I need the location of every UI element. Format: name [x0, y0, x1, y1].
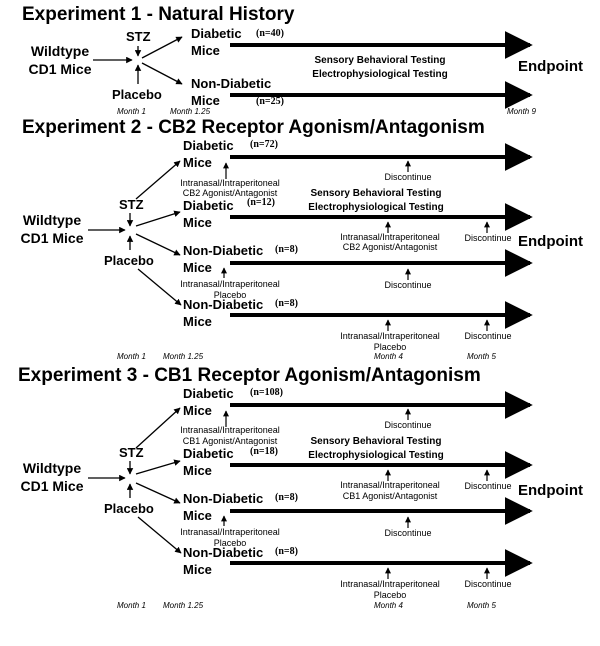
exp2-early-placebo-1: Intranasal/Intraperitoneal — [180, 279, 280, 289]
exp1-treatment: STZ — [126, 29, 151, 44]
exp1-group1-name-2: Mice — [191, 43, 220, 58]
exp1-arrows — [93, 31, 533, 109]
exp1-testing-1: Sensory Behavioral Testing — [314, 55, 446, 66]
exp2-early-drug-1: Intranasal/Intraperitoneal — [180, 178, 280, 188]
exp2-arrows — [88, 143, 533, 331]
exp2-group4-name-1: Non-Diabetic — [183, 297, 264, 312]
exp2-group1-name-1: Diabetic — [183, 138, 234, 153]
exp3-late-placebo-2: Placebo — [373, 590, 407, 600]
exp3-month-1: Month 1 — [117, 601, 146, 610]
exp1-month-1: Month 1 — [117, 107, 146, 116]
exp2-testing-2: Electrophysiological Testing — [308, 202, 444, 213]
exp3-month-3: Month 4 — [374, 601, 403, 610]
exp1-group2-name-1: Non-Diabetic — [191, 76, 272, 91]
exp3-testing-2: Electrophysiological Testing — [308, 450, 444, 461]
exp2-month-2: Month 1.25 — [163, 352, 204, 361]
exp1-title: Experiment 1 - Natural History — [22, 4, 295, 25]
exp2-source-line1: Wildtype — [22, 212, 82, 228]
exp3-group3-name-2: Mice — [183, 508, 212, 523]
exp2-source-line2: CD1 Mice — [20, 230, 84, 246]
exp2-early-drug-2: CB2 Agonist/Antagonist — [182, 188, 278, 198]
exp2-group3-name-1: Non-Diabetic — [183, 243, 264, 258]
exp3-early-placebo-1: Intranasal/Intraperitoneal — [180, 527, 280, 537]
exp3-source-line2: CD1 Mice — [20, 478, 84, 494]
exp2-group4-n: (n=8) — [275, 298, 298, 309]
exp2-group4-name-2: Mice — [183, 314, 212, 329]
exp3-treatment: STZ — [119, 445, 144, 460]
exp3-group4-name-2: Mice — [183, 562, 212, 577]
exp2-month-1: Month 1 — [117, 352, 146, 361]
exp2-month-3: Month 4 — [374, 352, 403, 361]
exp3-group4-name-1: Non-Diabetic — [183, 545, 264, 560]
exp2-late-placebo-1: Intranasal/Intraperitoneal — [340, 331, 440, 341]
exp3-title: Experiment 3 - CB1 Receptor Agonism/Anta… — [18, 365, 481, 386]
exp2-group3-n: (n=8) — [275, 244, 298, 255]
exp3-discontinue-2: Discontinue — [464, 481, 512, 491]
exp3-group1-n: (n=108) — [250, 387, 283, 398]
exp2-treatment: STZ — [119, 197, 144, 212]
exp3-control: Placebo — [104, 501, 154, 516]
exp2-group2-n: (n=12) — [247, 197, 275, 208]
exp1-month-2: Month 1.25 — [170, 107, 211, 116]
exp2-testing-1: Sensory Behavioral Testing — [310, 188, 442, 199]
exp3-group1-name-2: Mice — [183, 403, 212, 418]
exp3-arrows — [88, 391, 533, 579]
exp2-late-drug-2: CB2 Agonist/Antagonist — [342, 242, 438, 252]
exp3-month-2: Month 1.25 — [163, 601, 204, 610]
exp2-group3-name-2: Mice — [183, 260, 212, 275]
exp2-group1-n: (n=72) — [250, 139, 278, 150]
exp1-testing-2: Electrophysiological Testing — [312, 69, 448, 80]
exp3-group2-name-1: Diabetic — [183, 446, 234, 461]
exp3-group4-n: (n=8) — [275, 546, 298, 557]
exp3-group3-n: (n=8) — [275, 492, 298, 503]
exp2-discontinue-2: Discontinue — [464, 233, 512, 243]
exp1-group1-n: (n=40) — [256, 28, 284, 39]
exp1-group2-name-2: Mice — [191, 93, 220, 108]
exp1-source-line2: CD1 Mice — [28, 61, 92, 77]
exp3-group1-name-1: Diabetic — [183, 386, 234, 401]
exp2-control: Placebo — [104, 253, 154, 268]
exp2-early-placebo-2: Placebo — [213, 290, 247, 300]
exp3-month-4: Month 5 — [467, 601, 496, 610]
exp3-endpoint: Endpoint — [518, 482, 583, 499]
exp1-control: Placebo — [112, 87, 162, 102]
exp2-discontinue-4: Discontinue — [464, 331, 512, 341]
exp1-endpoint: Endpoint — [518, 58, 583, 75]
exp2-discontinue-1: Discontinue — [384, 172, 432, 182]
exp2-title: Experiment 2 - CB2 Receptor Agonism/Anta… — [22, 117, 485, 138]
exp3-early-drug-2: CB1 Agonist/Antagonist — [182, 436, 278, 446]
exp2-endpoint: Endpoint — [518, 233, 583, 250]
exp3-early-placebo-2: Placebo — [213, 538, 247, 548]
exp3-late-drug-1: Intranasal/Intraperitoneal — [340, 480, 440, 490]
exp1-group2-n: (n=25) — [256, 96, 284, 107]
exp3-source-line1: Wildtype — [22, 460, 82, 476]
exp3-discontinue-1: Discontinue — [384, 420, 432, 430]
exp2-late-placebo-2: Placebo — [373, 342, 407, 352]
exp3-group2-n: (n=18) — [250, 446, 278, 457]
exp3-group3-name-1: Non-Diabetic — [183, 491, 264, 506]
exp2-late-drug-1: Intranasal/Intraperitoneal — [340, 232, 440, 242]
exp1-source-line1: Wildtype — [30, 43, 90, 59]
exp2-month-4: Month 5 — [467, 352, 496, 361]
exp1-month-3: Month 9 — [507, 107, 536, 116]
exp3-late-drug-2: CB1 Agonist/Antagonist — [342, 491, 438, 501]
exp3-discontinue-4: Discontinue — [464, 579, 512, 589]
exp2-group2-name-2: Mice — [183, 215, 212, 230]
exp3-late-placebo-1: Intranasal/Intraperitoneal — [340, 579, 440, 589]
exp3-early-drug-1: Intranasal/Intraperitoneal — [180, 425, 280, 435]
exp2-discontinue-3: Discontinue — [384, 280, 432, 290]
exp2-group2-name-1: Diabetic — [183, 198, 234, 213]
exp3-group2-name-2: Mice — [183, 463, 212, 478]
exp3-testing-1: Sensory Behavioral Testing — [310, 436, 442, 447]
exp3-discontinue-3: Discontinue — [384, 528, 432, 538]
exp1-group1-name-1: Diabetic — [191, 26, 242, 41]
exp2-group1-name-2: Mice — [183, 155, 212, 170]
